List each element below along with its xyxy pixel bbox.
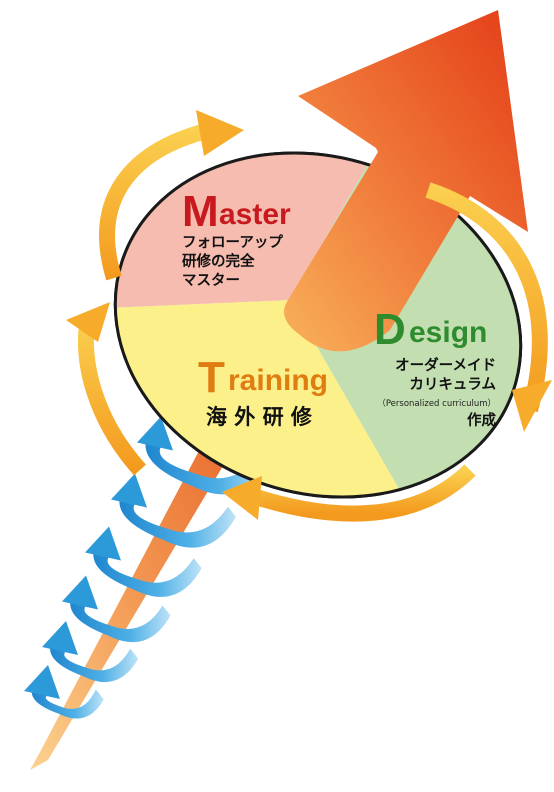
design-line-3: 作成 xyxy=(467,411,496,429)
design-line-2: カリキュラム xyxy=(409,376,496,393)
spiral-swoosh xyxy=(70,595,171,643)
spiral-swoosh xyxy=(119,493,236,548)
spiral-arrowhead xyxy=(24,665,60,699)
design-line-1: オーダーメイド xyxy=(395,356,496,374)
design-initial: D xyxy=(374,305,406,354)
cycle-arrow-heads xyxy=(66,110,552,520)
design-rest: esign xyxy=(409,316,487,349)
spiral-arrowhead xyxy=(42,621,78,655)
arrowhead-bottom xyxy=(222,476,262,520)
design-note: （Personalized curriculum） xyxy=(377,398,496,409)
arrowhead-right xyxy=(512,380,552,432)
master-block: M aster フォローアップ 研修の完全 マスター xyxy=(182,187,291,289)
spiral-swoosh xyxy=(93,546,202,597)
master-rest: aster xyxy=(219,198,291,231)
training-block: T raining 海 外 研 修 xyxy=(198,353,328,429)
master-initial: M xyxy=(182,187,219,236)
training-sub: 海 外 研 修 xyxy=(206,405,313,429)
growth-arrow xyxy=(284,10,528,352)
spiral-swoosh xyxy=(31,685,104,719)
arrow-tail xyxy=(30,430,236,770)
spiral-arrowhead xyxy=(111,473,147,508)
spiral-arrowhead xyxy=(85,526,121,561)
spiral-swoosh xyxy=(145,436,271,495)
master-line-1: フォローアップ xyxy=(182,234,283,251)
cycle-arrow-bottom xyxy=(247,464,476,522)
master-line-3: マスター xyxy=(182,272,240,289)
cycle-arrow-left xyxy=(78,318,146,476)
master-line-2: 研修の完全 xyxy=(182,252,255,270)
blue-spiral xyxy=(24,416,271,719)
design-block: D esign オーダーメイド カリキュラム （Personalized cur… xyxy=(374,305,496,429)
cycle-ellipse-outline xyxy=(113,151,523,499)
arrowhead-left xyxy=(66,302,110,342)
cycle-arrow-right xyxy=(425,182,548,413)
cycle-arrow-top xyxy=(99,122,212,281)
spiral-swoosh xyxy=(50,641,139,683)
training-rest: raining xyxy=(228,364,328,397)
arrowhead-top xyxy=(196,110,244,156)
training-initial: T xyxy=(198,353,225,402)
spiral-arrowhead xyxy=(62,575,98,610)
cycle-arrows xyxy=(78,122,548,522)
spiral-arrowhead xyxy=(137,416,173,451)
